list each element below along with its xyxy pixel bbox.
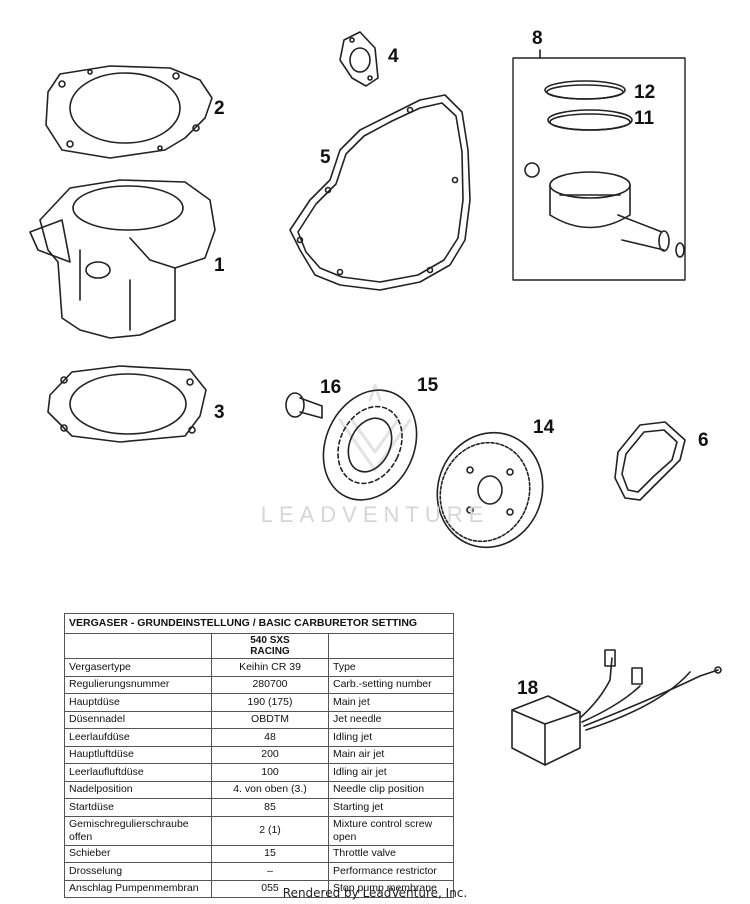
watermark-text: LEADVENTURE xyxy=(261,502,490,527)
setting-value: OBDTM xyxy=(211,710,329,729)
setting-value: 280700 xyxy=(211,675,329,694)
setting-value: 85 xyxy=(211,798,329,817)
setting-value: – xyxy=(211,862,329,881)
callout-5: 5 xyxy=(320,147,331,168)
setting-name-de: Schieber xyxy=(64,844,212,863)
callout-11: 11 xyxy=(634,108,655,129)
setting-value: 100 xyxy=(211,763,329,782)
setting-name-de: Vergasertype xyxy=(64,658,212,677)
callout-18: 18 xyxy=(517,678,538,699)
setting-name-de: Gemischregulierschraube offen xyxy=(64,815,212,846)
watermark-logo xyxy=(338,383,412,472)
piston-kit-box xyxy=(512,49,686,281)
table-title: VERGASER - GRUNDEINSTELLUNG / BASIC CARB… xyxy=(64,613,454,634)
setting-name-en: Jet needle xyxy=(328,710,454,729)
setting-value: 200 xyxy=(211,745,329,764)
setting-name-de: Hauptdüse xyxy=(64,693,212,712)
model-line-1: 540 SXS xyxy=(250,635,290,646)
callout-15: 15 xyxy=(417,375,439,396)
setting-value: Keihin CR 39 xyxy=(211,658,329,677)
setting-name-de: Regulierungsnummer xyxy=(64,675,212,694)
setting-name-en: Main jet xyxy=(328,693,454,712)
setting-name-en: Performance restrictor xyxy=(328,862,454,881)
flywheel-bolt xyxy=(285,392,323,419)
piston xyxy=(524,162,685,258)
setting-name-de: Drosselung xyxy=(64,862,212,881)
cylinder xyxy=(29,179,216,339)
callout-14: 14 xyxy=(533,417,555,438)
setting-name-de: Nadelposition xyxy=(64,780,212,799)
cdi-unit xyxy=(511,649,722,766)
callout-8: 8 xyxy=(532,28,543,49)
callout-labels: 1 2 3 4 5 6 8 11 12 14 15 16 18 xyxy=(214,28,709,699)
setting-name-en: Mixture control screw open xyxy=(328,815,454,846)
callout-4: 4 xyxy=(388,46,399,67)
setting-name-en: Main air jet xyxy=(328,745,454,764)
setting-value: 190 (175) xyxy=(211,693,329,712)
model-header: 540 SXS RACING xyxy=(211,633,329,659)
setting-value: 2 (1) xyxy=(211,815,329,846)
piston-ring-11 xyxy=(547,109,633,131)
setting-value: 4. von oben (3.) xyxy=(211,780,329,799)
crankcase-gasket xyxy=(289,94,471,291)
table-row: Drosselung–Performance restrictor xyxy=(64,862,454,881)
setting-value: 055 xyxy=(211,879,329,898)
setting-name-de: Leerlaufluftdüse xyxy=(64,763,212,782)
table-header-blank xyxy=(328,633,454,659)
callout-16: 16 xyxy=(320,377,341,398)
model-line-2: RACING xyxy=(250,646,290,657)
setting-name-de: Startdüse xyxy=(64,798,212,817)
cover-gasket xyxy=(614,421,686,501)
setting-value: 15 xyxy=(211,844,329,863)
callout-6: 6 xyxy=(698,430,709,451)
setting-name-en: Throttle valve xyxy=(328,844,454,863)
setting-name-de: Düsennadel xyxy=(64,710,212,729)
setting-name-en: Idling jet xyxy=(328,728,454,747)
piston-ring-12 xyxy=(544,80,626,100)
table-header-blank xyxy=(64,633,212,659)
setting-name-de: Hauptluftdüse xyxy=(64,745,212,764)
setting-name-en: Idling air jet xyxy=(328,763,454,782)
setting-name-de: Anschlag Pumpenmembran xyxy=(64,879,212,898)
setting-name-en: Type xyxy=(328,658,454,677)
callout-3: 3 xyxy=(214,402,225,423)
setting-name-en: Carb.-setting number xyxy=(328,675,454,694)
setting-name-en: Starting jet xyxy=(328,798,454,817)
setting-name-de: Leerlaufdüse xyxy=(64,728,212,747)
setting-value: 48 xyxy=(211,728,329,747)
exhaust-gasket xyxy=(339,31,379,87)
callout-2: 2 xyxy=(214,98,225,119)
cylinder-base-gasket xyxy=(47,365,207,443)
callout-12: 12 xyxy=(634,82,655,103)
carburetor-settings-table: VERGASER - GRUNDEINSTELLUNG / BASIC CARB… xyxy=(64,613,454,898)
flywheel xyxy=(436,431,544,549)
cylinder-head-gasket xyxy=(45,65,213,159)
callout-1: 1 xyxy=(214,255,225,276)
setting-name-en: Needle clip position xyxy=(328,780,454,799)
setting-name-en: Stop pump membrane xyxy=(328,879,454,898)
footer-credit: Rendered by LeadVenture, Inc. xyxy=(282,886,468,900)
friction-disc xyxy=(322,389,418,501)
